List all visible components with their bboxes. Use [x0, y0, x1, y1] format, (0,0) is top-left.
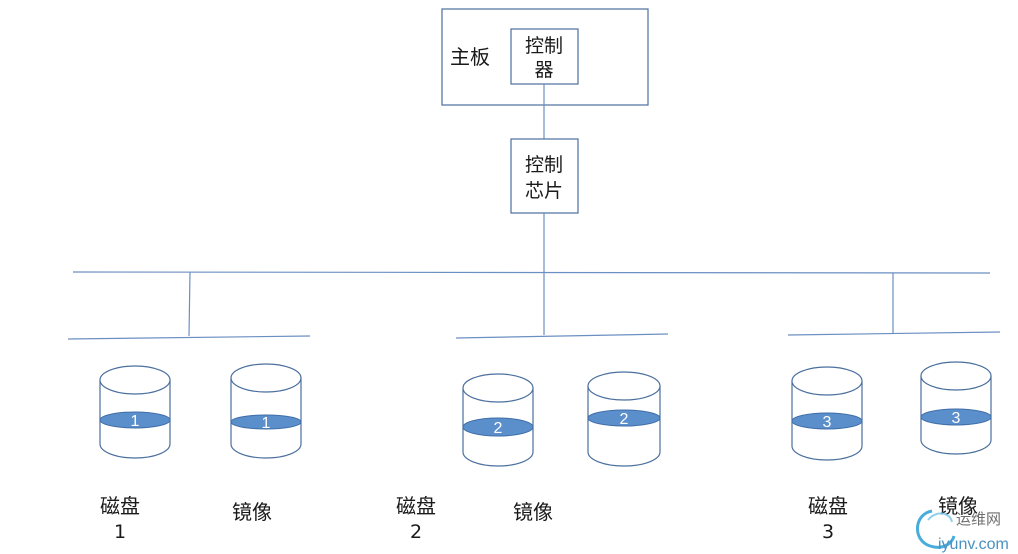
disk-3-number: 3 — [822, 521, 834, 543]
mirror-1-label: 镜像 — [232, 500, 272, 524]
controller-label-line1: 控制 — [525, 35, 563, 57]
watermark-site-cn: 运维网 — [956, 510, 1001, 528]
sub-bus-3 — [787, 331, 1001, 336]
controller-label-line2: 器 — [534, 59, 553, 81]
watermark-site-url: iyunv.com — [938, 536, 1009, 553]
sub-bus-2 — [455, 333, 669, 339]
mirror-1-mark: 1 — [262, 415, 271, 432]
disk-3-label: 磁盘 — [808, 494, 848, 518]
disk-1-number: 1 — [114, 521, 126, 543]
drop-line-1 — [188, 271, 191, 337]
mirror-2-mark: 2 — [620, 411, 629, 428]
mirror-3-cylinder: 3 — [920, 361, 992, 455]
main-bus — [72, 271, 991, 274]
disk-2-label: 磁盘 — [396, 494, 436, 518]
mirror-2-label: 镜像 — [513, 500, 553, 524]
disk-1-label: 磁盘 — [100, 494, 140, 518]
disk-2-mark: 2 — [494, 420, 503, 437]
mirror-3-mark: 3 — [952, 410, 961, 427]
disk-3-cylinder: 3 — [791, 366, 863, 461]
mainboard-label: 主板 — [450, 45, 490, 69]
chip-label-line1: 控制 — [525, 154, 563, 176]
disk-2-number: 2 — [410, 521, 422, 543]
disk-1-mark: 1 — [131, 413, 140, 430]
mirror-1-cylinder: 1 — [230, 363, 302, 459]
controller-box — [510, 28, 579, 85]
disk-1-cylinder: 1 — [99, 365, 171, 459]
sub-bus-1 — [67, 335, 311, 340]
watermark: 运维网 iyunv.com — [916, 509, 1009, 553]
disk-2-cylinder: 2 — [462, 373, 534, 467]
watermark-swirl-icon — [916, 509, 956, 549]
chip-label-line2: 芯片 — [525, 180, 563, 202]
mirror-2-cylinder: 2 — [587, 371, 661, 467]
disk-3-mark: 3 — [823, 414, 832, 431]
